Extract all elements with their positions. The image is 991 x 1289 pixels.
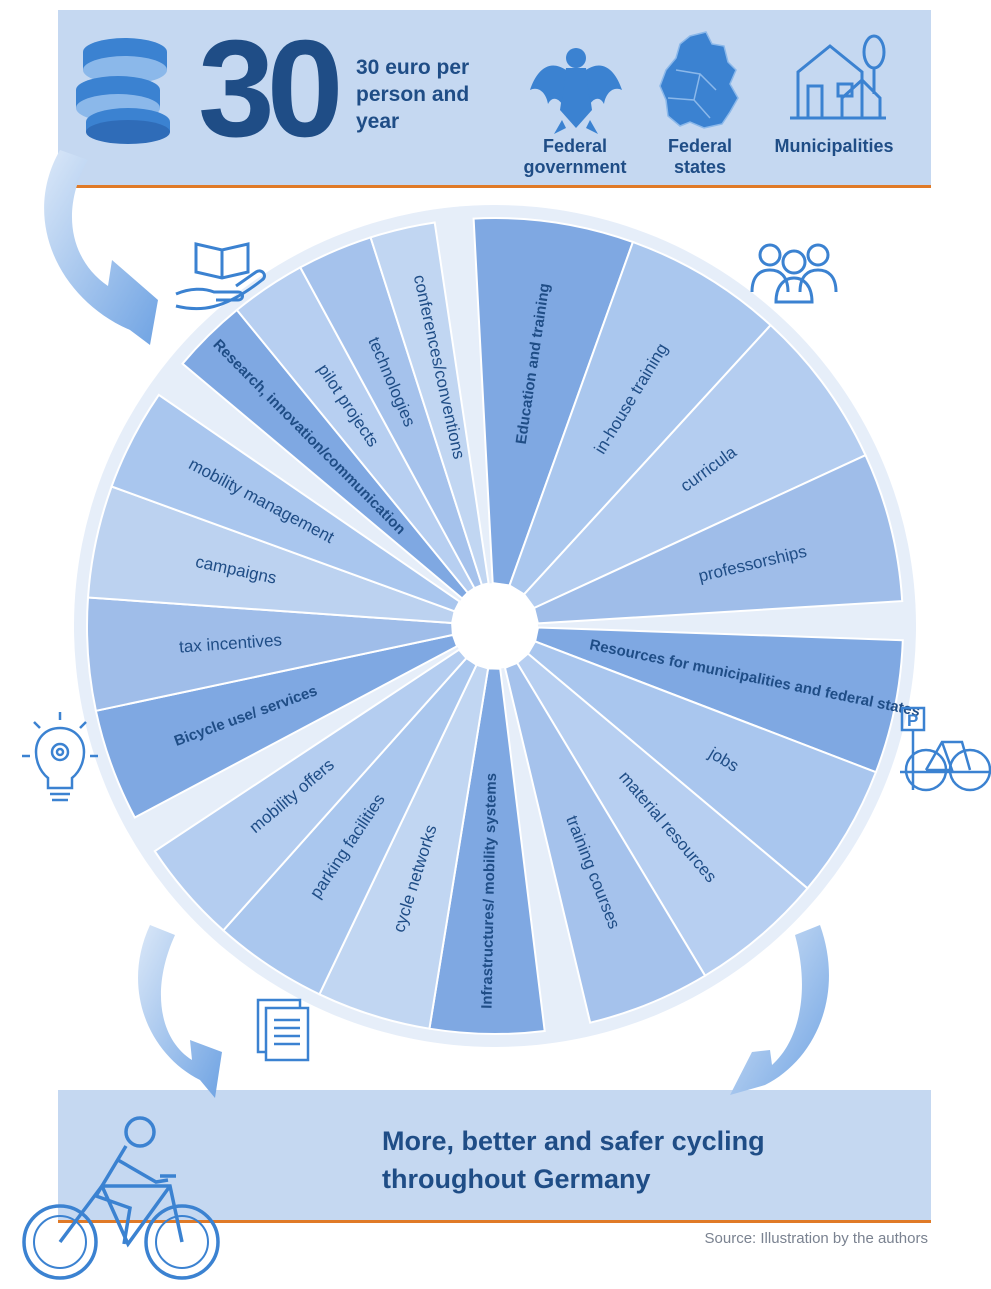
funding-description: 30 euro per person and year	[356, 56, 470, 133]
source-note: Source: Illustration by the authors	[704, 1230, 928, 1247]
germany-map-icon	[659, 31, 739, 129]
coins-icon	[76, 38, 170, 144]
arrow-bottom-right	[730, 925, 829, 1095]
sector-title: Infrastructures/ mobility systems	[479, 773, 501, 1009]
arrow-top-left	[44, 150, 158, 345]
wheel-segment	[532, 453, 904, 625]
hand-book-icon	[175, 242, 266, 311]
parking-bike-icon: P	[900, 706, 991, 792]
wheel-segment	[110, 393, 461, 613]
level-federal-states: Federal states	[667, 136, 733, 177]
documents-icon	[256, 998, 310, 1062]
municipality-buildings-icon	[790, 34, 886, 120]
level-municipalities: Municipalities	[774, 136, 894, 156]
wheel-segment	[153, 648, 468, 932]
cyclist-icon	[22, 1116, 220, 1280]
level-federal-government: Federal government	[523, 136, 627, 177]
funding-banner	[58, 10, 931, 188]
wheel-hub	[452, 583, 538, 669]
wheel-segments	[86, 217, 904, 1036]
federal-eagle-icon	[530, 48, 622, 134]
wheel-segment	[369, 221, 490, 587]
people-group-icon	[750, 243, 838, 304]
svg-text:P: P	[907, 711, 918, 730]
goal-banner	[58, 1090, 931, 1223]
funding-amount: 30	[198, 12, 343, 166]
goal-statement: More, better and safer cycling throughou…	[382, 1126, 765, 1194]
lightbulb-gear-icon	[22, 712, 98, 802]
arrow-bottom-left	[138, 925, 222, 1098]
wheel-segment	[503, 661, 707, 1024]
